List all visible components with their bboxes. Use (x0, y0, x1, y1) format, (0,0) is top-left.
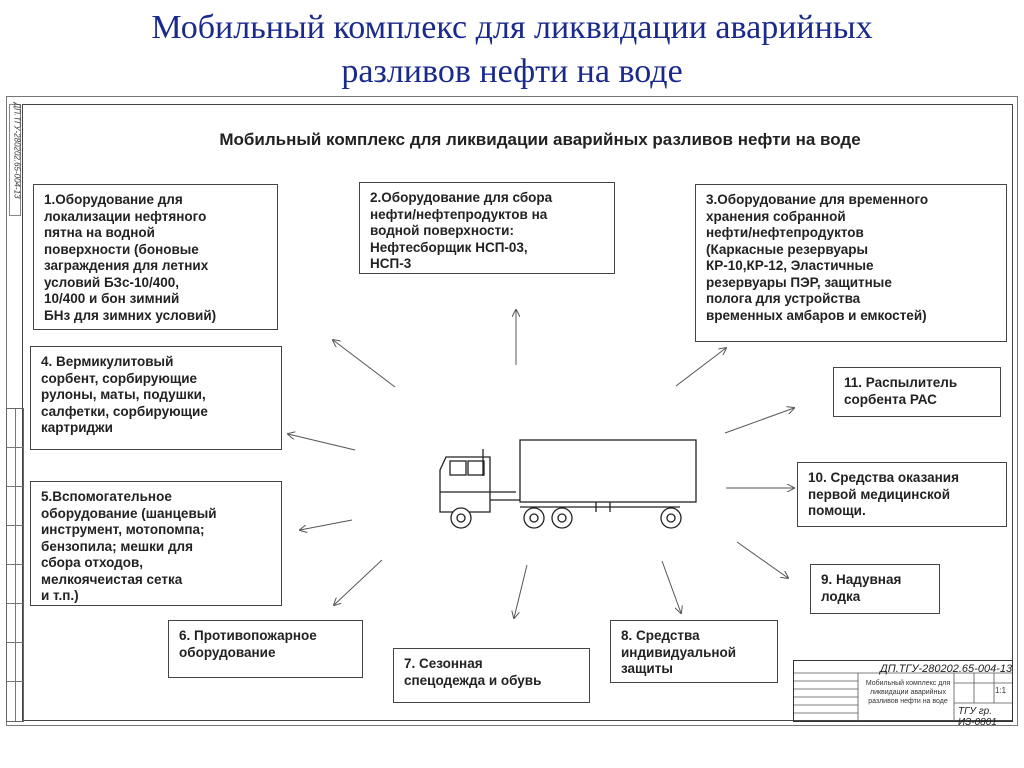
box-seasonal-clothing: 7. Сезонная спецодежда и обувь (393, 648, 590, 703)
diagram-title: Мобильный комплекс для ликвидации аварий… (219, 130, 861, 149)
left-sidebar-stamp (6, 408, 24, 722)
arrow-to-box4 (288, 434, 356, 451)
arrow-to-box7 (514, 564, 528, 618)
title-block-code: ДП.ТГУ-280202.65-004-13 (880, 663, 1013, 675)
arrow-to-box3 (675, 348, 726, 387)
box-localization-equipment: 1.Оборудование для локализации нефтяного… (33, 184, 278, 330)
arrow-to-box5 (300, 519, 353, 530)
arrow-to-box11 (724, 408, 794, 434)
box-collection-equipment: 2.Оборудование для сбора нефти/нефтепрод… (359, 182, 615, 274)
box-first-aid: 10. Средства оказания первой медицинской… (797, 462, 1007, 527)
title-block (793, 660, 1013, 722)
box-storage-equipment: 3.Оборудование для временного хранения с… (695, 184, 1007, 342)
box-sorbent-sprayer: 11. Распылитель сорбента РАС (833, 367, 1001, 417)
slide-title-line2: разливов нефти на воде (341, 53, 683, 90)
rotated-stamp: ДП.ТГУ-280202.65-004-13 (9, 103, 22, 216)
box-auxiliary-equipment: 5.Вспомогательное оборудование (шанцевый… (30, 481, 282, 606)
slide-title-line1: Мобильный комплекс для ликвидации аварий… (151, 9, 873, 46)
arrows (288, 310, 794, 618)
arrow-to-box1 (333, 340, 396, 388)
box-protective-equipment: 8. Средства индивидуальной защиты (610, 620, 778, 683)
title-block-scale: 1:1 (995, 686, 1007, 695)
slide-title: Мобильный комплекс для ликвидации аварий… (0, 6, 1024, 94)
title-block-name: Мобильный комплекс для ликвидации аварий… (865, 680, 951, 705)
truck-icon (439, 439, 697, 529)
title-block-grid (794, 672, 1012, 721)
arrow-to-box6 (334, 559, 383, 605)
arrow-to-box9 (736, 541, 788, 578)
box-sorbents: 4. Вермикулитовый сорбент, сорбирующие р… (30, 346, 282, 450)
arrow-to-box8 (661, 560, 681, 613)
box-inflatable-boat: 9. Надувная лодка (810, 564, 940, 614)
box-fire-equipment: 6. Противопожарное оборудование (168, 620, 363, 678)
title-block-group: ТГУ гр. ИЗ-0801 (958, 706, 997, 728)
drawing-frame (22, 104, 1013, 721)
